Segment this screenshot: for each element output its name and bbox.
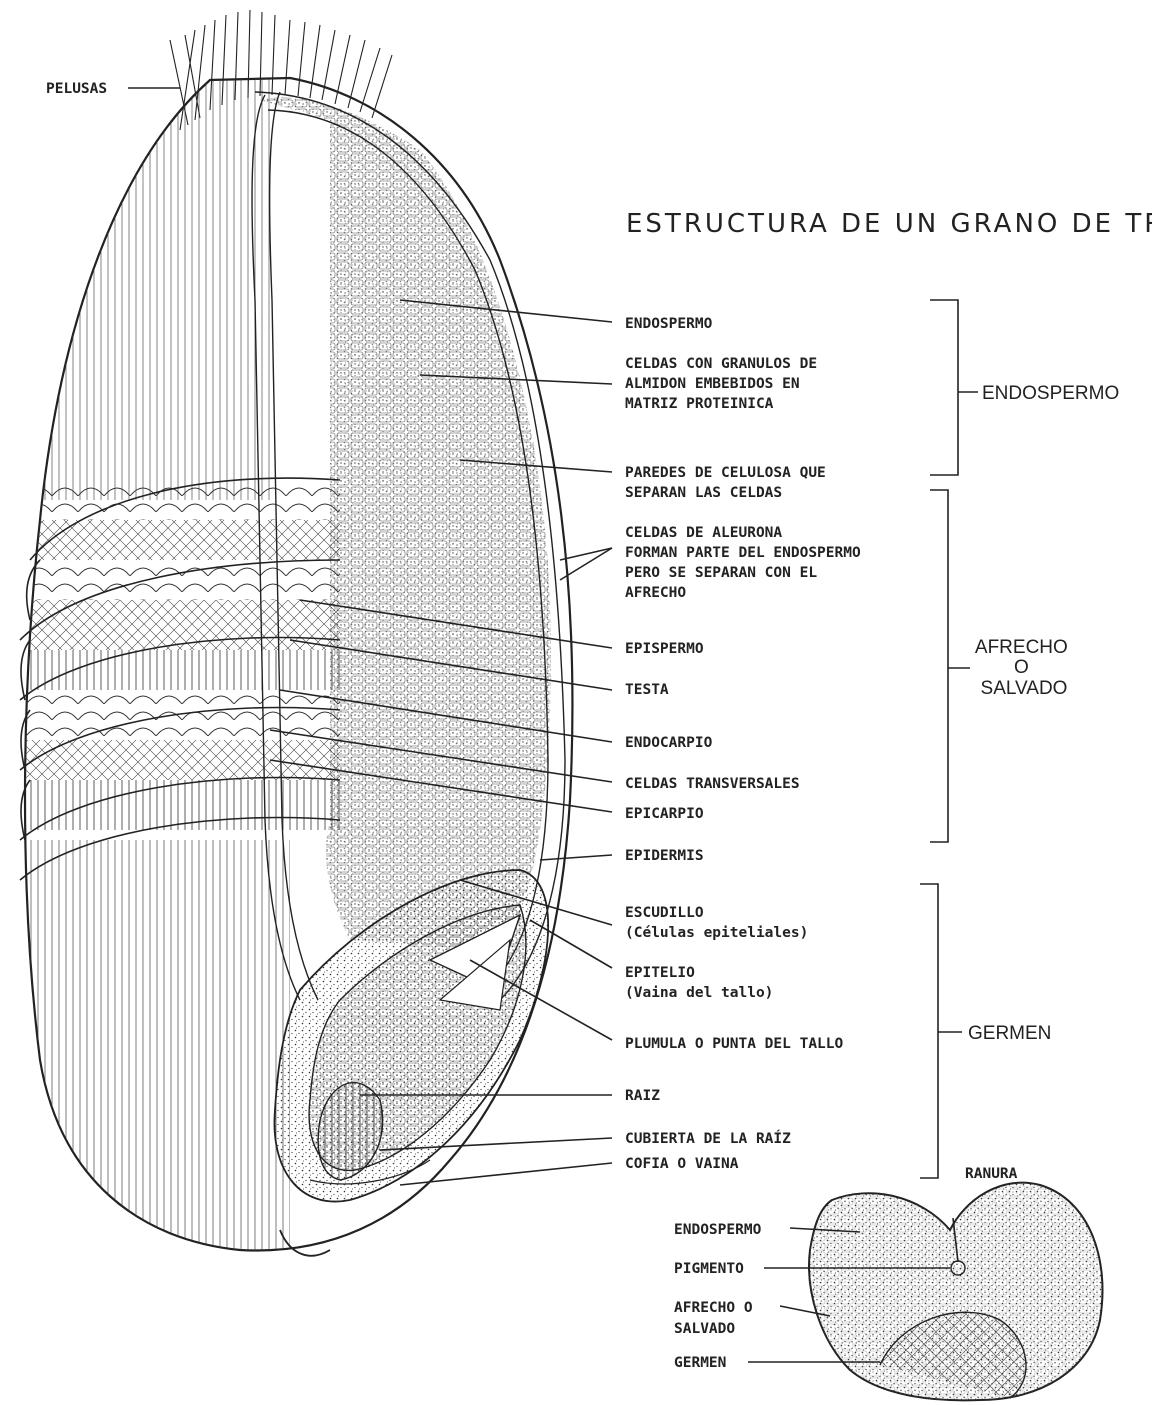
label-aleurona: CELDAS DE ALEURONA FORMAN PARTE DEL ENDO… (625, 525, 869, 601)
label-epicarpio: EPICARPIO (625, 806, 704, 822)
label-epidermis: EPIDERMIS (625, 848, 704, 864)
label-endospermo: ENDOSPERMO (625, 316, 713, 332)
group-brackets (920, 300, 978, 1178)
germ (274, 870, 548, 1202)
cs-label-germen: GERMEN (674, 1355, 726, 1371)
label-raiz: RAIZ (625, 1088, 660, 1104)
cs-label-pigmento: PIGMENTO (674, 1261, 744, 1277)
label-epitelio: EPITELIO (Vaina del tallo) (625, 965, 773, 1001)
label-epispermo: EPISPERMO (625, 641, 704, 657)
label-paredes: PAREDES DE CELULOSA QUE SEPARAN LAS CELD… (625, 465, 835, 501)
label-endocarpio: ENDOCARPIO (625, 735, 713, 751)
label-cofia: COFIA O VAINA (625, 1156, 739, 1172)
cross-section: RANURA ENDOSPERMO PIGMENTO AFRECHO O SAL… (674, 1166, 1103, 1400)
cs-label-endospermo: ENDOSPERMO (674, 1222, 762, 1238)
label-celdas-granulos: CELDAS CON GRANULOS DE ALMIDON EMBEBIDOS… (625, 356, 826, 412)
page-title: ESTRUCTURA DE UN GRANO DE TRIGO (626, 209, 1152, 239)
label-testa: TESTA (625, 682, 669, 698)
label-escudillo: ESCUDILLO (Células epiteliales) (625, 905, 808, 941)
cs-label-ranura: RANURA (965, 1166, 1018, 1182)
label-plumula: PLUMULA O PUNTA DEL TALLO (625, 1036, 844, 1052)
group-labels: ENDOSPERMO AFRECHO O SALVADO GERMEN (968, 383, 1119, 1044)
grain-illustration (20, 10, 572, 1260)
label-pelusas: PELUSAS (46, 81, 107, 97)
group-germen: GERMEN (968, 1023, 1051, 1044)
label-celdas-transversales: CELDAS TRANSVERSALES (625, 776, 800, 792)
cs-label-afrecho: AFRECHO O SALVADO (674, 1300, 761, 1337)
group-afrecho: AFRECHO O SALVADO (975, 637, 1073, 699)
group-endospermo: ENDOSPERMO (982, 383, 1119, 404)
label-cubierta-raiz: CUBIERTA DE LA RAÍZ (625, 1130, 791, 1147)
